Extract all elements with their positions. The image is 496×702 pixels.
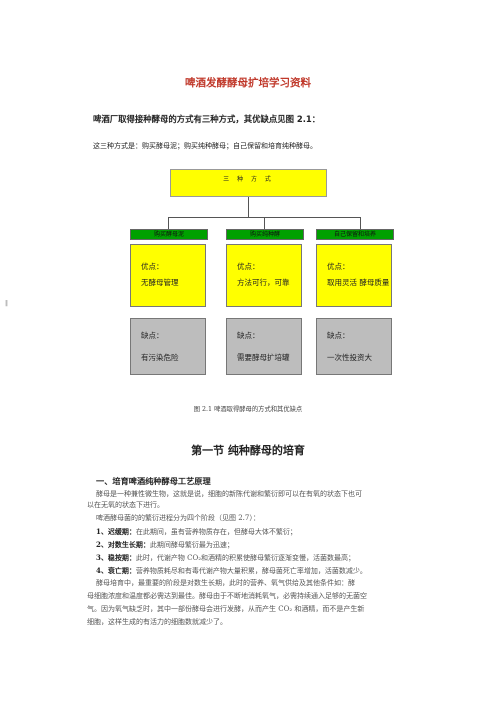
cons-label: 缺点： — [141, 331, 164, 340]
paragraph-line: 气。因为氧气缺乏时，其中一部份酵母会进行发酵，从而产生 CO₂ 和酒精，而不是产… — [87, 605, 365, 613]
pros-text: 取用灵活 酵母质量 — [327, 278, 390, 287]
cons-box-1: 缺点： 有污染危险 — [130, 318, 206, 375]
stage-text: 此期间酵母繁衍最为迅速； — [149, 541, 234, 549]
column-header-3: 自己保留和培养 — [316, 229, 394, 240]
paragraph-line: 母细胞浓度和温度都必需达到最佳。酵母由于不断地消耗氧气，必需持续通入足够的无菌空 — [87, 592, 367, 600]
pros-label: 优点： — [141, 262, 164, 271]
column-header-2: 购买纯种酵 — [226, 229, 304, 240]
stage-label: 2、对数生长期： — [96, 540, 150, 549]
pros-box-1: 优点： 无酵母管理 — [130, 244, 206, 307]
intro-line-2: 这三种方式是：购买酵母泥；购买纯种酵母；自己保留和培育纯种酵母。 — [93, 142, 317, 150]
figure-caption: 图 2.1 啤酒取得酵母的方式和其优缺点 — [193, 406, 303, 413]
paragraph-line: 啤酒酵母菌的的繁衍进程分为四个阶段（见图 2.7）： — [96, 514, 260, 522]
cons-box-3: 缺点： 一次性投资大 — [316, 318, 392, 375]
diagram-connector — [360, 217, 361, 229]
pros-text: 方法可行，可靠 — [237, 278, 290, 287]
cons-label: 缺点： — [237, 331, 260, 340]
cons-label: 缺点： — [327, 331, 350, 340]
stage-item: 4、衰亡期：营养物质耗尽和有毒代谢产物大量积累，酵母菌死亡率增加，活菌数减少。 — [96, 565, 367, 577]
diagram-top-box: 三 种 方 式 — [170, 169, 327, 197]
column-header-1: 购买酵母泥 — [130, 229, 208, 240]
pros-label: 优点： — [327, 262, 350, 271]
paragraph-line: 酵母是一种兼性微生物，这就是说，细胞的新陈代谢和繁衍即可以在有氧的状态下也可 — [96, 490, 362, 498]
cons-text: 一次性投资大 — [327, 353, 372, 362]
stage-label: 4、衰亡期： — [96, 566, 136, 575]
cons-text: 需要酵母扩培罐 — [237, 353, 290, 362]
paragraph-line: 酵母培育中，最重要的阶段是对数生长期，此时的营养、氧气供给及其他条件如：酵 — [96, 579, 355, 587]
stage-label: 3、稳按期： — [96, 553, 136, 562]
margin-mark: ‖ — [5, 300, 8, 307]
cons-box-2: 缺点： 需要酵母扩培罐 — [226, 318, 302, 375]
stage-label: 1、迟缓期： — [96, 527, 136, 536]
stage-text: 营养物质耗尽和有毒代谢产物大量积累，酵母菌死亡率增加，活菌数减少。 — [135, 567, 367, 575]
pros-box-2: 优点： 方法可行，可靠 — [226, 244, 302, 307]
stage-text: 此时，代谢产物 CO₂和酒精的积累使酵母繁衍逐渐变慢，活菌数最高； — [135, 554, 356, 562]
cons-text: 有污染危险 — [141, 353, 179, 362]
paragraph-line: 以在无氧的状态下进行。 — [87, 501, 164, 509]
subheading: 一、培育啤酒纯种酵母工艺原理 — [96, 476, 211, 486]
stage-item: 1、迟缓期：在此期间，虽有营养物质存在，但酵母大体不繁衍； — [96, 526, 297, 538]
pros-label: 优点： — [237, 262, 260, 271]
pros-box-3: 优点： 取用灵活 酵母质量 — [316, 244, 392, 307]
paragraph-line: 细胞，这样生成的有活力的细胞数就减少了。 — [87, 618, 227, 626]
diagram-connector — [248, 197, 249, 217]
intro-line-1: 啤酒厂取得接种酵母的方式有三种方式，其优缺点见图 2.1： — [93, 114, 321, 124]
pros-text: 无酵母管理 — [141, 278, 179, 287]
stage-item: 3、稳按期：此时，代谢产物 CO₂和酒精的积累使酵母繁衍逐渐变慢，活菌数最高； — [96, 552, 355, 564]
section-title: 第一节 纯种酵母的培育 — [191, 444, 305, 457]
stage-text: 在此期间，虽有营养物质存在，但酵母大体不繁衍； — [135, 528, 297, 536]
stage-item: 2、对数生长期：此期间酵母繁衍最为迅速； — [96, 539, 234, 551]
diagram-connector — [264, 217, 265, 229]
diagram-connector — [168, 217, 169, 229]
doc-title: 啤酒发酵酵母扩培学习资料 — [185, 77, 311, 89]
